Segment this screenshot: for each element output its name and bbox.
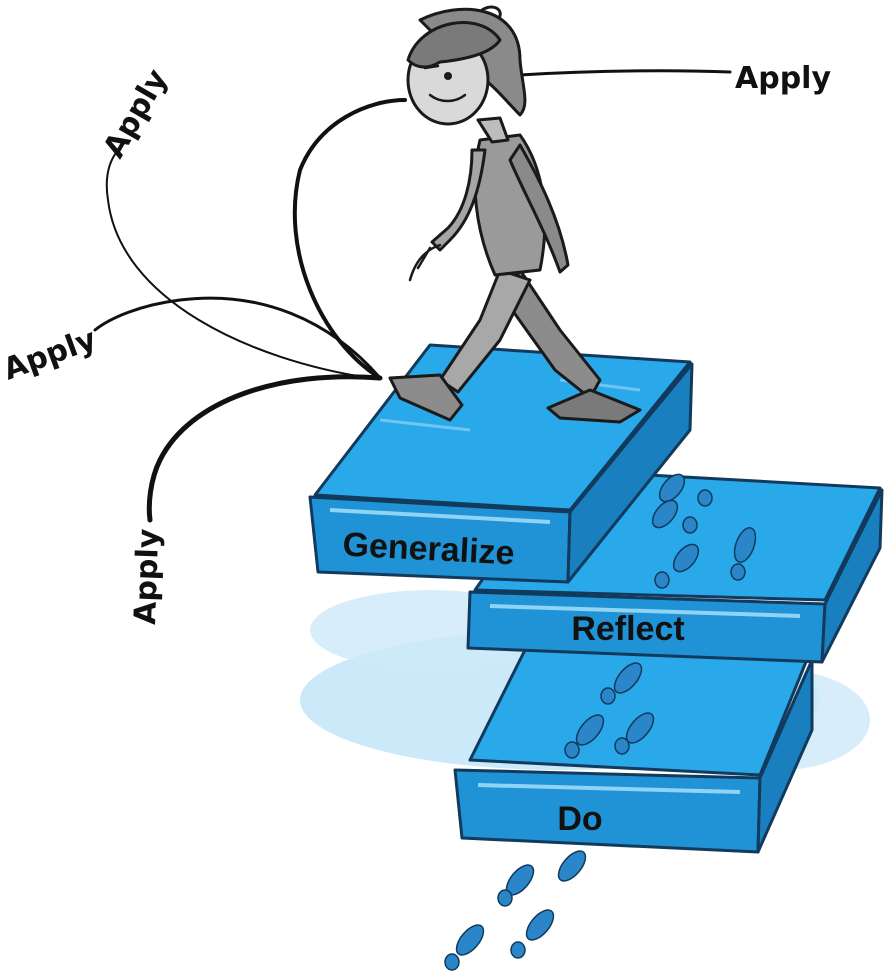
- footprints-icon: [444, 473, 757, 971]
- apply-label-top-right: Apply: [735, 61, 831, 96]
- apply-label-bottom-left: Apply: [128, 528, 166, 626]
- apply-curves: [93, 69, 732, 523]
- step-label-reflect: Reflect: [571, 610, 684, 648]
- apply-label-middle-left: Apply: [0, 322, 101, 388]
- step-label-generalize: Generalize: [342, 526, 516, 573]
- step-do: Do: [453, 648, 814, 854]
- person-walking-figure: [388, 5, 642, 424]
- step-label-do: Do: [557, 800, 602, 838]
- apply-label-top-left: Apply: [97, 63, 176, 164]
